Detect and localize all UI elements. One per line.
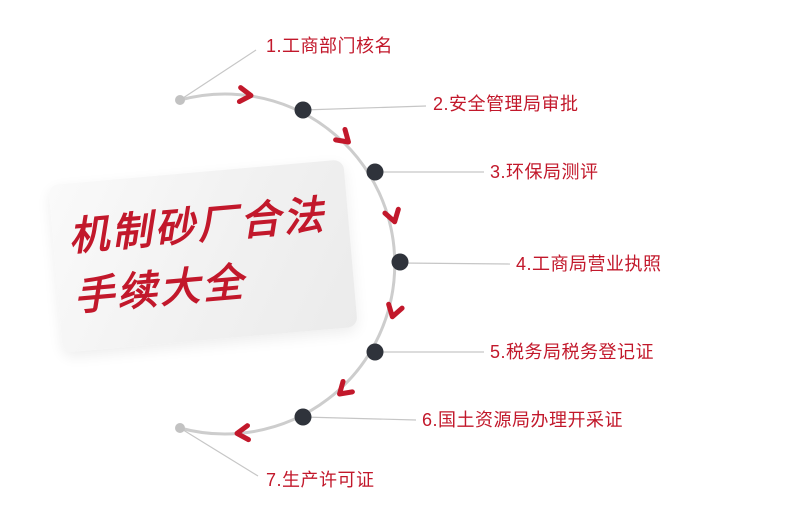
leader-line-6 (302, 416, 417, 421)
step-node-dot-5 (366, 343, 384, 361)
leader-lines (179, 49, 511, 477)
flow-arrow-icon-6 (234, 423, 251, 443)
leader-line-7 (179, 427, 259, 477)
step-node-dot-4 (391, 253, 409, 271)
leader-line-1 (179, 49, 257, 101)
flow-arrows (234, 85, 405, 443)
step-node-dot-2 (294, 101, 312, 119)
leader-line-4 (399, 262, 511, 265)
flow-arrow-icon-5 (337, 378, 355, 397)
title-card: 机制砂厂合法 手续大全 (48, 159, 358, 353)
flow-arrow-icon-2 (333, 126, 351, 145)
step-node-dot-3 (366, 163, 384, 181)
page-title-line-2: 手续大全 (72, 260, 248, 320)
step-label-2: 2.安全管理局审批 (433, 94, 579, 114)
flow-arrow-icon-4 (386, 301, 405, 320)
flow-arrow-icon-1 (236, 85, 254, 105)
step-label-3: 3.环保局测评 (490, 162, 599, 182)
step-label-1: 1.工商部门核名 (266, 36, 394, 56)
step-label-5: 5.税务局税务登记证 (490, 342, 655, 362)
step-label-7: 7.生产许可证 (266, 470, 375, 490)
step-node-dot-6 (294, 408, 312, 426)
leader-line-2 (302, 105, 427, 111)
start-dot (175, 95, 185, 105)
page-title-line-1: 机制砂厂合法 (66, 193, 328, 260)
end-dot (175, 423, 185, 433)
step-label-4: 4.工商局营业执照 (516, 254, 662, 274)
step-label-6: 6.国土资源局办理开采证 (422, 410, 624, 430)
flow-arrow-icon-3 (382, 206, 401, 225)
